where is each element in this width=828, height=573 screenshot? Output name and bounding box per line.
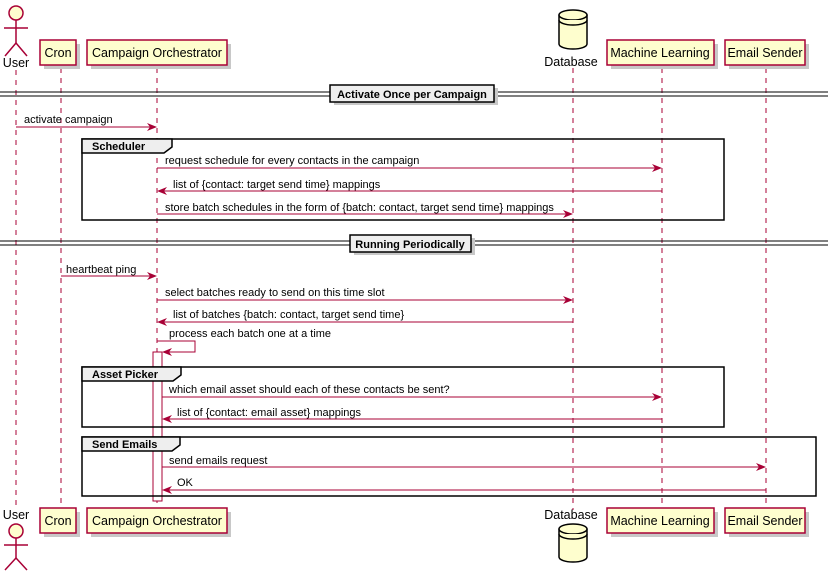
user-actor-icon-bottom — [4, 523, 28, 571]
separator-activate-once-label: Activate Once per Campaign — [337, 89, 487, 101]
msg-store-batch: store batch schedules in the form of {ba… — [165, 202, 554, 214]
participant-orchestrator-top: Campaign Orchestrator — [92, 46, 222, 60]
group-send-emails-label: Send Emails — [92, 439, 157, 451]
participant-ml-bottom: Machine Learning — [610, 514, 709, 528]
participant-user-top: User — [3, 56, 29, 70]
group-scheduler-label: Scheduler — [92, 141, 146, 153]
msg-list-batches: list of batches {batch: contact, target … — [173, 309, 404, 321]
participant-orchestrator-top-box — [86, 39, 231, 69]
participant-cron-bottom-box — [39, 507, 80, 537]
separator-running-periodically — [0, 234, 828, 255]
arrowhead — [157, 187, 167, 195]
msg-ok: OK — [177, 477, 194, 489]
participant-email-bottom: Email Sender — [727, 514, 802, 528]
arrowhead — [147, 272, 157, 280]
group-asset-picker-label: Asset Picker — [92, 369, 159, 381]
participant-ml-top: Machine Learning — [610, 46, 709, 60]
msg-list-contact-asset: list of {contact: email asset} mappings — [177, 407, 362, 419]
group-asset-picker-frame — [81, 366, 725, 428]
msg-which-asset: which email asset should each of these c… — [168, 384, 450, 396]
participant-email-top-box — [724, 39, 809, 69]
separator-running-periodically-label: Running Periodically — [355, 239, 465, 251]
msg-list-contact-time: list of {contact: target send time} mapp… — [173, 179, 381, 191]
participant-cron-bottom: Cron — [44, 514, 71, 528]
separator-activate-once — [0, 84, 828, 105]
arrowhead — [157, 318, 167, 326]
msg-send-request: send emails request — [169, 455, 267, 467]
arrow-process-each — [157, 340, 196, 353]
arrowhead — [162, 348, 172, 356]
participant-database-top: Database — [544, 55, 598, 69]
arrowhead — [162, 415, 172, 423]
participant-cron-top: Cron — [44, 46, 71, 60]
participant-email-bottom-box — [724, 507, 809, 537]
msg-activate-campaign: activate campaign — [24, 114, 113, 126]
group-send-emails-tab — [81, 436, 181, 452]
msg-process-each: process each batch one at a time — [169, 328, 331, 340]
participant-orchestrator-bottom: Campaign Orchestrator — [92, 514, 222, 528]
arrowhead — [147, 123, 157, 131]
user-actor-icon — [4, 5, 28, 57]
msg-heartbeat: heartbeat ping — [66, 264, 136, 276]
group-scheduler-tab — [81, 138, 173, 154]
arrowhead — [756, 463, 766, 471]
arrowhead — [652, 393, 662, 401]
arrowhead — [162, 486, 172, 494]
participant-ml-bottom-box — [606, 507, 718, 537]
participant-user-bottom: User — [3, 508, 29, 522]
database-icon-top — [558, 9, 588, 50]
participant-ml-top-box — [606, 39, 718, 69]
database-icon-bottom — [558, 523, 588, 563]
arrowhead — [563, 210, 573, 218]
group-scheduler-frame — [81, 138, 725, 221]
msg-select-batches: select batches ready to send on this tim… — [165, 287, 385, 299]
arrowhead — [652, 164, 662, 172]
msg-request-schedule: request schedule for every contacts in t… — [165, 155, 419, 167]
participant-email-top: Email Sender — [727, 46, 802, 60]
participant-database-bottom: Database — [544, 508, 598, 522]
participant-orchestrator-bottom-box — [86, 507, 231, 537]
group-asset-picker-tab — [81, 366, 182, 382]
arrowhead — [563, 296, 573, 304]
participant-cron-top-box — [39, 39, 80, 69]
group-send-emails-frame — [81, 436, 817, 497]
